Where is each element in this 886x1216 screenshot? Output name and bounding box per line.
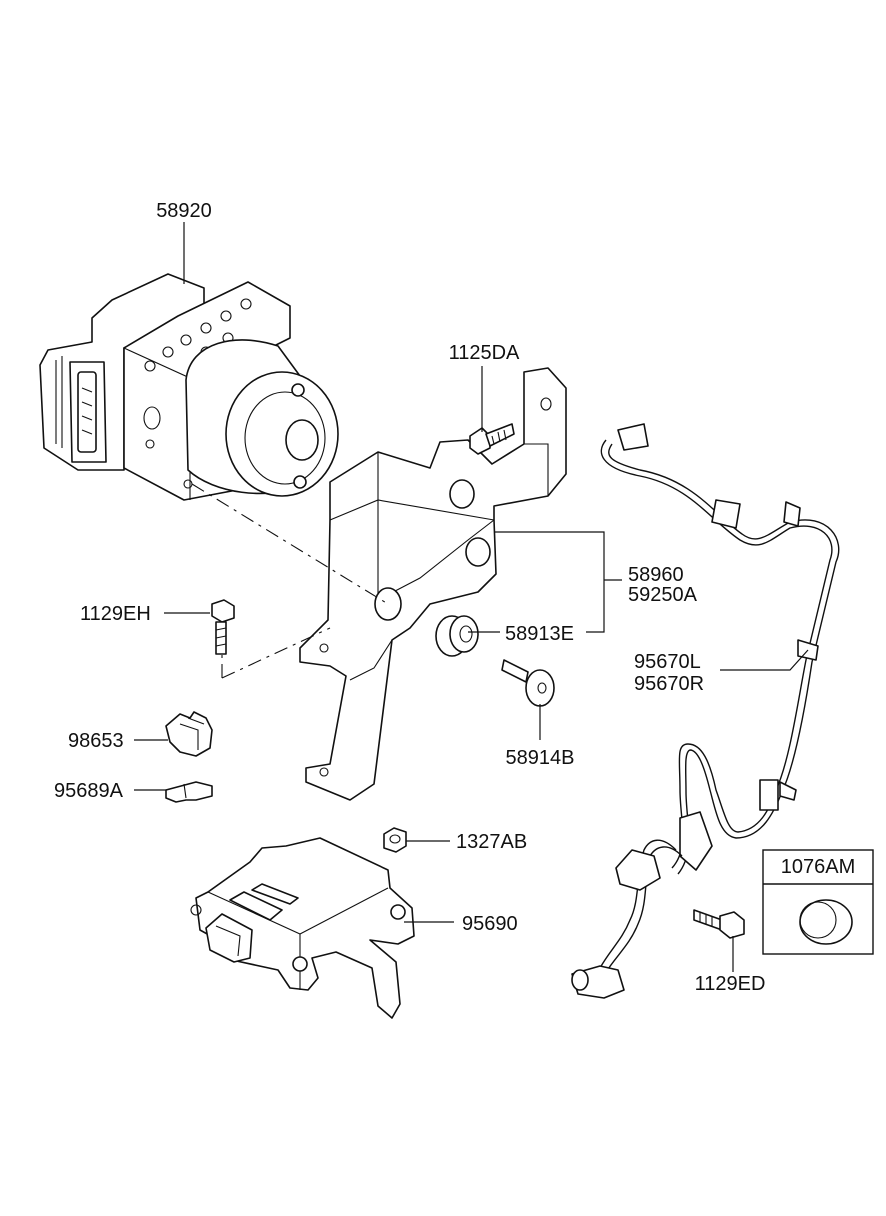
assembly-line-abs xyxy=(191,483,389,605)
label-95689a: 95689A xyxy=(54,780,124,802)
bolt-1129ed-part xyxy=(693,909,745,939)
yaw-sensor-unit xyxy=(190,837,415,1019)
label-1129ed: 1129ED xyxy=(695,973,766,995)
clip-98653-part xyxy=(165,711,213,757)
clamp-95689a-part xyxy=(165,781,213,803)
label-58913e: 58913E xyxy=(505,623,574,645)
label-58914b: 58914B xyxy=(506,747,575,769)
label-1125da: 1125DA xyxy=(449,342,520,364)
abs-bracket xyxy=(299,367,567,801)
label-95670r: 95670R xyxy=(634,673,704,695)
bolt-1129eh-part xyxy=(211,599,235,655)
plug-box xyxy=(762,849,874,955)
assembly-line-bolt xyxy=(221,627,331,679)
grommet-58913e-part xyxy=(435,615,479,657)
label-95670l: 95670L xyxy=(634,651,701,673)
abs-hydraulic-unit xyxy=(39,273,339,501)
wheel-speed-sensor xyxy=(571,423,840,999)
label-1129eh: 1129EH xyxy=(80,603,151,625)
label-59250a: 59250A xyxy=(628,584,698,606)
leader-lines xyxy=(134,222,809,972)
nut-1327ab-part xyxy=(383,827,407,853)
label-1327ab: 1327AB xyxy=(456,831,527,853)
label-1076am: 1076AM xyxy=(781,856,856,878)
bolt-1125da-part xyxy=(469,423,515,455)
label-58960: 58960 xyxy=(628,564,684,586)
label-95690: 95690 xyxy=(462,913,518,935)
label-58920: 58920 xyxy=(156,200,212,222)
label-98653: 98653 xyxy=(68,730,124,752)
collar-58914b-part xyxy=(501,659,555,707)
